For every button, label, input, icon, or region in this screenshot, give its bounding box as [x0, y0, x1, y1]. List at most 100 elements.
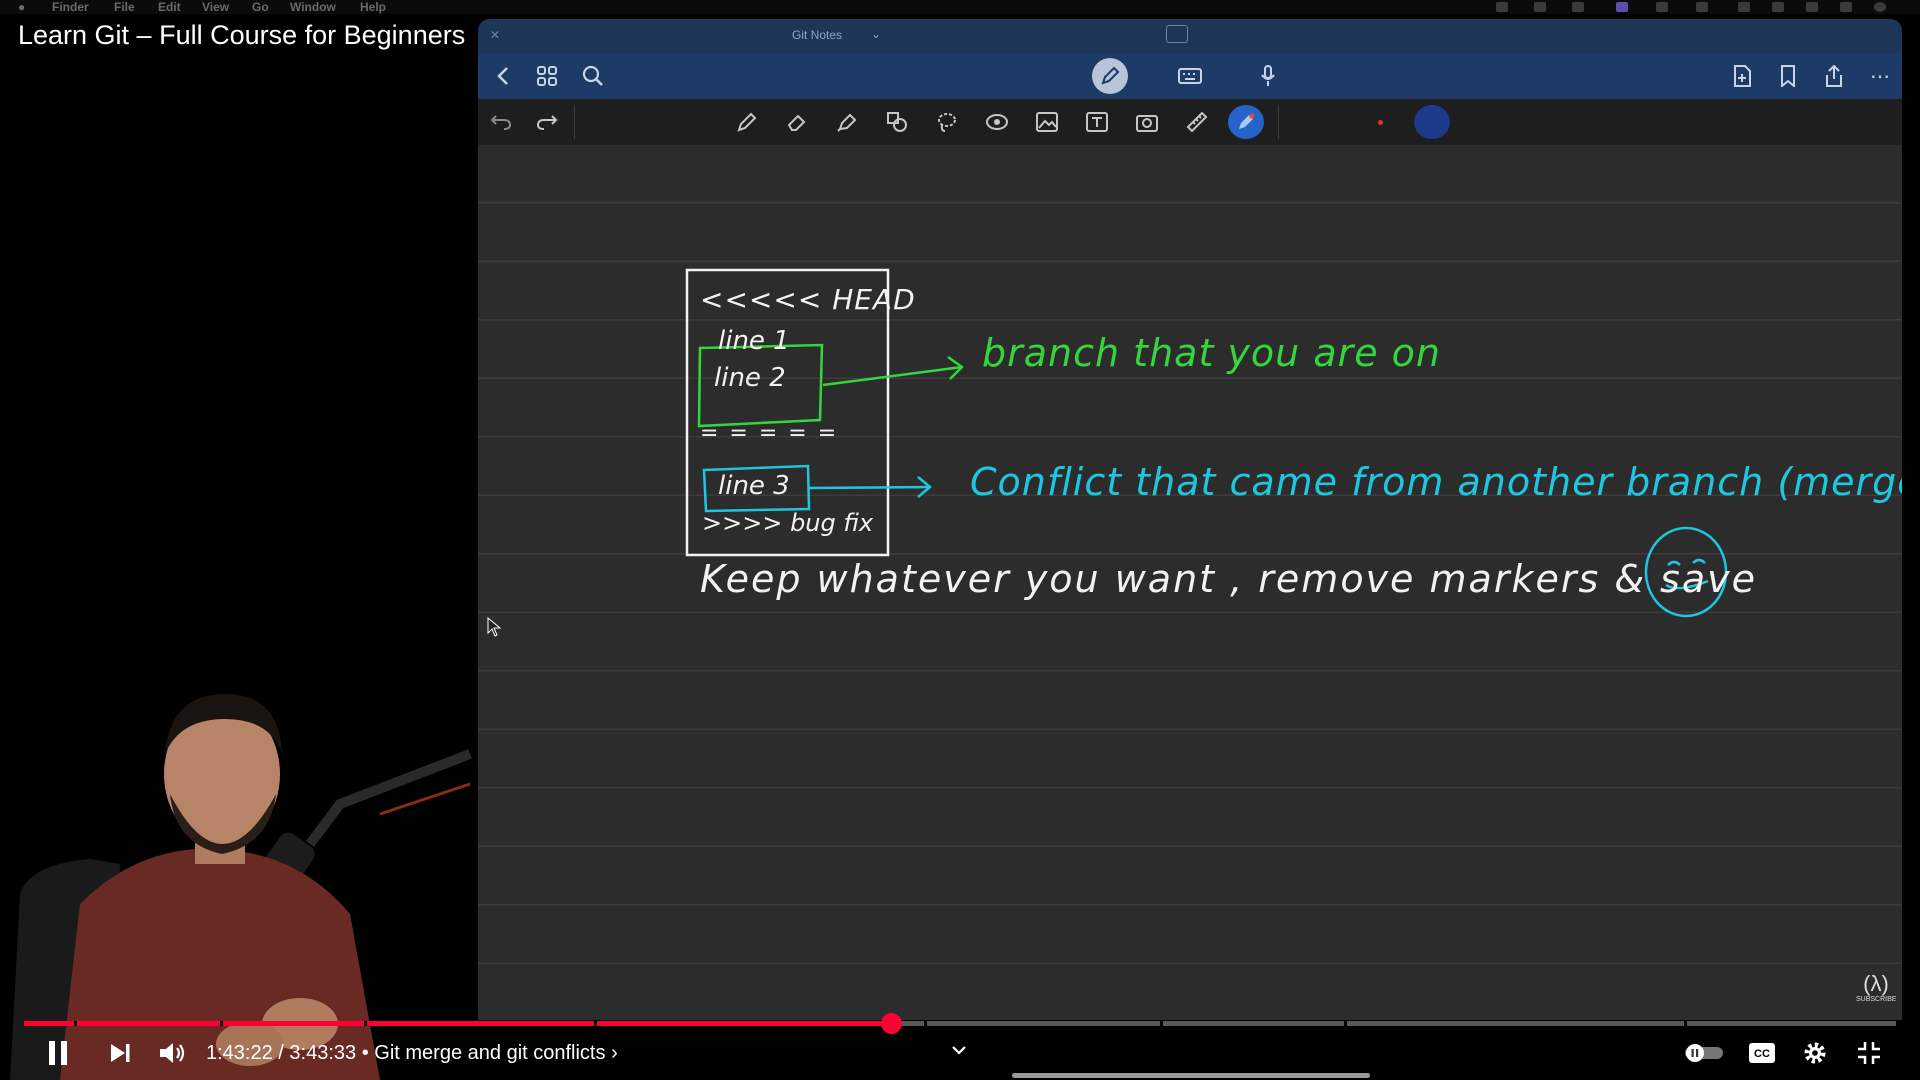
menu-file: File: [114, 0, 135, 14]
time-current: 1:43:22: [206, 1042, 273, 1064]
toolbar-divider: [574, 105, 575, 139]
channel-watermark[interactable]: (λ) SUBSCRIBE: [1856, 971, 1897, 1004]
color-swatch-blue[interactable]: [1414, 105, 1450, 139]
back-icon[interactable]: [490, 63, 516, 89]
handwriting-layer: [685, 268, 1728, 618]
progress-bar-fill: [24, 1021, 891, 1026]
color-swatch-red[interactable]: [1378, 120, 1383, 125]
textbox-icon[interactable]: [1084, 109, 1110, 135]
notes-app-window: ✕ Git Notes ⌄ ⋯: [478, 19, 1902, 1020]
window-title: Git Notes: [792, 28, 843, 42]
chapter-marker: [924, 1021, 927, 1026]
blue-arrow: [808, 485, 931, 490]
annotation-incoming-branch: Conflict that came from another branch (…: [970, 460, 1902, 504]
ruler-icon[interactable]: [1184, 109, 1210, 135]
toolbar-divider: [1278, 105, 1279, 139]
note-canvas[interactable]: <<<<< HEAD line 1 line 2 = = = = = line …: [478, 145, 1902, 1020]
status-icon: [1738, 2, 1750, 12]
split-view-icon[interactable]: [1166, 25, 1188, 43]
status-icon: [1772, 2, 1784, 12]
chapter-marker: [1160, 1021, 1163, 1026]
chevron-down-icon[interactable]: ⌄: [871, 27, 882, 41]
autoplay-toggle[interactable]: [1682, 1040, 1726, 1066]
share-icon[interactable]: [1822, 63, 1846, 89]
autoplay-icon: [1685, 1044, 1723, 1062]
status-icon: [1534, 2, 1546, 12]
camera-icon[interactable]: [1134, 109, 1160, 135]
shapes-icon[interactable]: [884, 109, 910, 135]
smiley-face-icon: [1644, 526, 1728, 618]
smiley-features: [1665, 558, 1709, 590]
next-button[interactable]: [102, 1036, 138, 1070]
status-icon: [1840, 2, 1852, 12]
line3-text: line 3: [718, 471, 790, 501]
line2-text: line 2: [714, 363, 786, 393]
mac-menu-bar: ● Finder File Edit View Go Window Help: [0, 0, 1920, 14]
marker-end-text: >>>> bug fix: [702, 509, 874, 537]
eraser-icon[interactable]: [784, 109, 810, 135]
exit-fullscreen-icon: [1858, 1042, 1880, 1064]
app-navbar: ⋯: [478, 53, 1902, 99]
conflict-box: [685, 268, 890, 557]
time-total: 3:43:33: [289, 1042, 357, 1064]
instruction-text: Keep whatever you want , remove markers …: [700, 557, 1757, 601]
pause-button[interactable]: [40, 1036, 76, 1070]
presenter-image: [10, 694, 472, 1080]
status-icon: [1874, 2, 1886, 12]
undo-icon[interactable]: [488, 109, 514, 135]
lasso-icon[interactable]: [934, 109, 960, 135]
watermark-label: SUBSCRIBE: [1856, 996, 1897, 1003]
drawing-toolbar: [478, 99, 1902, 145]
captions-button[interactable]: CC: [1744, 1038, 1780, 1068]
keyboard-icon[interactable]: [1176, 63, 1204, 89]
image-icon[interactable]: [1034, 109, 1060, 135]
line1-text: line 1: [718, 326, 790, 356]
exit-fullscreen-button[interactable]: [1852, 1036, 1886, 1070]
progress-scrubber[interactable]: [881, 1013, 902, 1034]
freecodecamp-logo-icon: (λ): [1863, 971, 1889, 996]
next-icon: [111, 1044, 130, 1062]
chevron-down-icon: [952, 1046, 966, 1055]
status-icon: [1572, 2, 1584, 12]
marker-head-text: <<<<< HEAD: [700, 283, 916, 316]
laser-icon[interactable]: [984, 109, 1010, 135]
apple-icon: ●: [18, 0, 26, 14]
chapter-separator: •: [361, 1042, 375, 1064]
bookmark-icon[interactable]: [1776, 63, 1800, 89]
chapters-toggle-button[interactable]: [946, 1038, 972, 1062]
menu-window: Window: [290, 0, 336, 14]
highlighter-icon[interactable]: [834, 109, 860, 135]
active-tool-icon[interactable]: [1228, 105, 1264, 139]
pen-mode-icon[interactable]: [1092, 58, 1128, 94]
volume-icon: [160, 1043, 185, 1063]
pause-icon: [49, 1041, 67, 1065]
search-icon[interactable]: [580, 63, 606, 89]
volume-button[interactable]: [154, 1036, 190, 1070]
pen-icon[interactable]: [734, 109, 760, 135]
status-icon: [1616, 2, 1628, 12]
more-icon[interactable]: ⋯: [1870, 65, 1890, 88]
menu-view: View: [202, 0, 230, 14]
video-title: Learn Git – Full Course for Beginners: [18, 20, 466, 50]
status-icon: [1696, 2, 1708, 12]
add-page-icon[interactable]: [1730, 63, 1754, 89]
status-icon: [1496, 2, 1508, 12]
chevron-right-icon[interactable]: ›: [611, 1042, 618, 1064]
microphone-icon[interactable]: [1256, 63, 1280, 89]
progress-bar-track[interactable]: [24, 1021, 1896, 1026]
grid-icon[interactable]: [534, 63, 560, 89]
separator-text: = = = = =: [700, 421, 839, 446]
cc-icon: CC: [1749, 1043, 1775, 1063]
home-indicator: [1012, 1073, 1370, 1078]
settings-button[interactable]: [1798, 1036, 1832, 1070]
close-window-icon[interactable]: ✕: [490, 28, 501, 42]
chapter-marker: [74, 1021, 77, 1026]
chapter-title[interactable]: Git merge and git conflicts: [374, 1042, 606, 1064]
chapter-marker: [364, 1021, 367, 1026]
redo-icon[interactable]: [534, 109, 560, 135]
status-icon: [1656, 2, 1668, 12]
menu-edit: Edit: [158, 0, 181, 14]
menu-go: Go: [252, 0, 269, 14]
chapter-marker: [594, 1021, 597, 1026]
gear-icon: [1804, 1042, 1826, 1064]
